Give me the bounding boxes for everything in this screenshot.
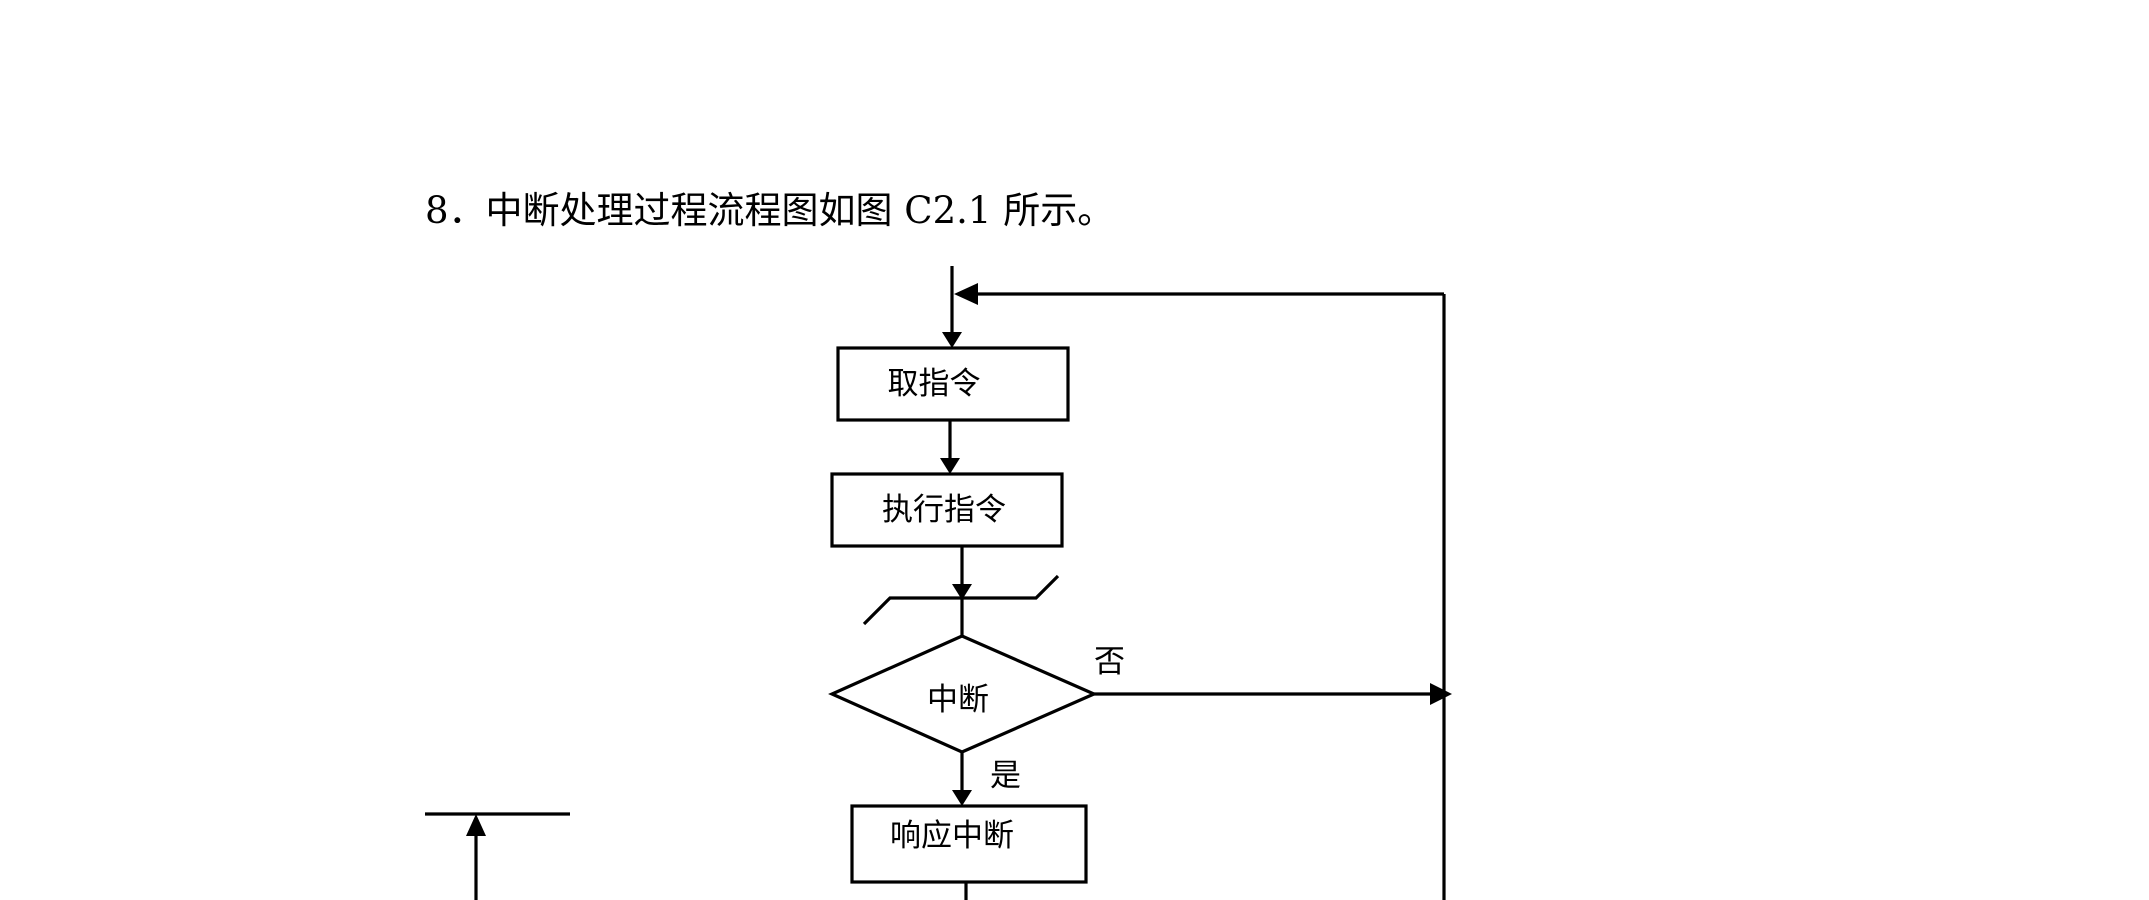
left-upward-arrowhead [466,814,486,836]
fetch-instruction-box [836,346,1070,422]
no-branch-label: 否 [1094,644,1125,680]
entry-arrowhead [942,332,962,348]
respond-interrupt-label: 响应中断 [890,818,1014,854]
figure-caption: 8．中断处理过程流程图如图 C2.1 所示。 [425,189,1115,232]
execute-instruction-label: 执行指令 [882,492,1006,528]
execute-to-bar-arrowhead [952,584,972,600]
loop-back-arrowhead [954,283,978,305]
fetch-to-execute-arrowhead [940,458,960,474]
yes-branch-label: 是 [990,758,1021,794]
yes-branch-arrowhead [952,790,972,806]
interrupt-decision-label: 中断 [927,682,989,718]
fetch-instruction-label: 取指令 [888,366,981,402]
execute-instruction-box [830,472,1064,548]
no-branch-arrowhead [1430,683,1452,705]
respond-interrupt-box [850,804,1088,884]
